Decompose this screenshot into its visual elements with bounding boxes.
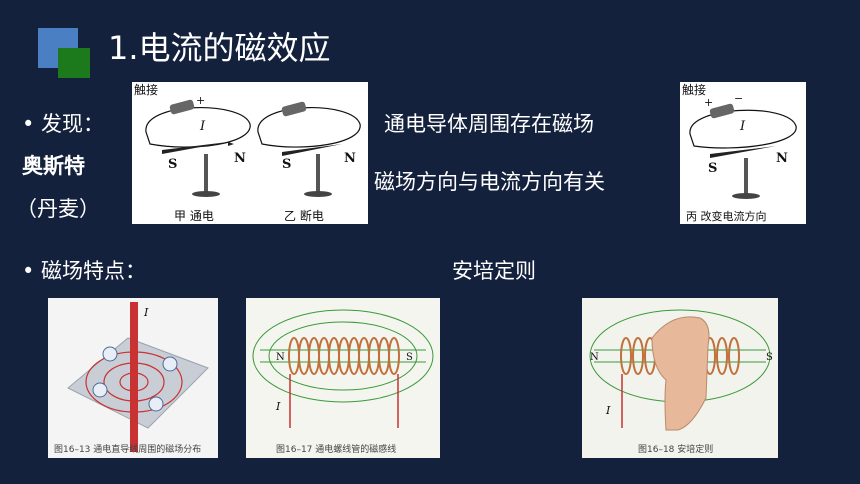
slide-title: 1.电流的磁效应 bbox=[108, 29, 331, 67]
svg-text:I: I bbox=[739, 119, 746, 134]
person-country: （丹麦） bbox=[16, 197, 100, 221]
svg-text:S: S bbox=[708, 161, 717, 176]
straight-wire bbox=[130, 302, 138, 452]
battery-icon bbox=[709, 103, 735, 119]
svg-text:I: I bbox=[605, 404, 611, 417]
bullet-discovery: • 发现： bbox=[22, 112, 105, 136]
svg-text:S: S bbox=[766, 352, 773, 363]
straight-wire-field-image: I 图16–13 通电直导线周围的磁场分布 bbox=[48, 298, 218, 458]
compass-needle-icon bbox=[282, 144, 342, 156]
svg-text:N: N bbox=[344, 151, 356, 166]
svg-text:N: N bbox=[234, 151, 246, 166]
svg-text:I: I bbox=[199, 119, 206, 134]
ampere-rule-label: 安培定则 bbox=[452, 259, 536, 283]
svg-text:+: + bbox=[196, 94, 205, 107]
svg-text:乙 断电: 乙 断电 bbox=[284, 208, 324, 223]
svg-text:N: N bbox=[590, 352, 599, 363]
bullet-field-features: • 磁场特点： bbox=[22, 259, 147, 283]
svg-text:+: + bbox=[704, 96, 713, 109]
compass-icons bbox=[92, 346, 178, 412]
svg-text:N: N bbox=[776, 151, 788, 166]
figure-caption: 图16–17 通电螺线管的磁感线 bbox=[276, 443, 396, 455]
right-hand-icon bbox=[651, 316, 710, 431]
svg-text:丙 改变电流方向: 丙 改变电流方向 bbox=[686, 209, 767, 223]
ampere-rule-image: N S I 图16–18 安培定则 bbox=[582, 298, 778, 458]
svg-text:S: S bbox=[406, 352, 413, 363]
svg-text:I: I bbox=[275, 400, 281, 413]
svg-text:甲 通电: 甲 通电 bbox=[174, 209, 214, 223]
compass-needle-icon bbox=[710, 146, 776, 158]
coil bbox=[288, 337, 400, 375]
figure-caption: 图16–18 安培定则 bbox=[638, 443, 713, 455]
touch-label: 触接 bbox=[134, 82, 158, 97]
person-name: 奥斯特 bbox=[22, 154, 85, 178]
svg-text:N: N bbox=[276, 352, 285, 363]
svg-text:−: − bbox=[734, 92, 743, 105]
reversed-current-image: 触接 + − I S N 丙 改变电流方向 bbox=[680, 82, 806, 224]
statement-field-direction: 磁场方向与电流方向有关 bbox=[374, 170, 605, 194]
svg-text:触接: 触接 bbox=[682, 82, 706, 97]
statement-field-exists: 通电导体周围存在磁场 bbox=[384, 112, 594, 136]
oersted-experiment-image: 触接 + I S N 甲 通电 S N 乙 断电 bbox=[132, 82, 368, 224]
battery-icon bbox=[169, 99, 195, 115]
battery-icon bbox=[281, 101, 307, 117]
svg-text:S: S bbox=[168, 157, 177, 172]
experiment-energized: + I S N 甲 通电 bbox=[145, 94, 251, 223]
logo-square-green bbox=[58, 48, 90, 78]
svg-text:I: I bbox=[143, 306, 149, 319]
compass-needle-icon bbox=[162, 142, 228, 154]
svg-text:S: S bbox=[282, 157, 291, 172]
experiment-de-energized: S N 乙 断电 bbox=[257, 101, 361, 223]
solenoid-field-image: N S I 图16–17 通电螺线管的磁感线 bbox=[246, 298, 440, 458]
figure-caption: 图16–13 通电直导线周围的磁场分布 bbox=[54, 443, 201, 455]
